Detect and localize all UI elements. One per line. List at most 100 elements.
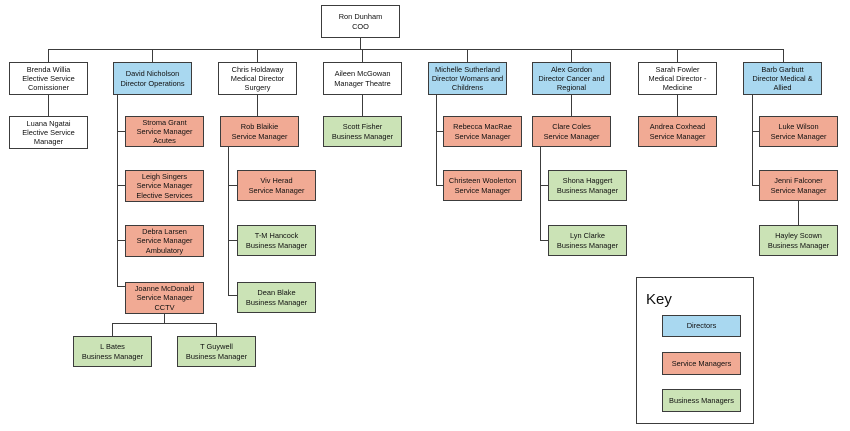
person-name: Hayley Scown: [775, 231, 822, 241]
director-box: Aileen McGowan Manager Theatre: [323, 62, 402, 95]
person-role: Service Manager: [136, 236, 193, 246]
person-name: Luke Wilson: [778, 122, 819, 132]
connector: [257, 49, 258, 62]
person-role: Service Manager CCTV: [136, 293, 193, 312]
connector: [164, 313, 165, 324]
connector: [798, 201, 799, 225]
connector: [228, 185, 237, 186]
director-box: Alex Gordon Director Cancer and Regional: [532, 62, 611, 95]
connector: [571, 49, 572, 62]
person-name: Brenda Willia: [26, 64, 71, 74]
person-name: David Nicholson: [125, 69, 180, 79]
manager-box: Luana Ngatai Elective Service Manager: [9, 116, 88, 149]
service-manager-box: Rebecca MacRae Service Manager: [443, 116, 522, 147]
connector: [117, 286, 125, 287]
service-manager-box: Christeen Woolerton Service Manager: [443, 170, 522, 201]
person-name: Alex Gordon: [550, 64, 593, 74]
key-item-service-managers: Service Managers: [662, 352, 741, 375]
connector: [752, 185, 760, 186]
person-name: Dean Blake: [257, 288, 296, 298]
connector: [152, 49, 153, 62]
service-manager-box: Leigh Singers Service Manager Elective S…: [125, 170, 204, 202]
connector: [467, 49, 468, 62]
person-name: Aileen McGowan: [334, 69, 391, 79]
service-manager-box: Viv Herad Service Manager: [237, 170, 316, 201]
connector: [117, 94, 118, 287]
business-manager-box: Shona Haggert Business Manager: [548, 170, 627, 201]
connector: [540, 147, 541, 241]
person-role: Business Manager: [245, 297, 308, 307]
connector: [540, 240, 548, 241]
person-role: Service Manager: [231, 131, 288, 141]
person-role: Business Manager: [556, 185, 619, 195]
connector: [436, 94, 437, 186]
connector: [117, 185, 125, 186]
person-role: Business Manager: [81, 351, 144, 361]
person-name: L Bates: [100, 342, 125, 352]
key-item-business-managers: Business Managers: [662, 389, 741, 412]
person-name: Joanne McDonald: [134, 284, 195, 294]
connector: [360, 37, 361, 50]
person-name: Barb Garbutt: [761, 64, 804, 74]
person-role: Business Manager: [767, 240, 830, 250]
person-role: Director Operations: [120, 78, 185, 88]
person-role: Director Cancer and: [538, 73, 605, 83]
person-name: Rebecca MacRae: [453, 122, 512, 132]
connector: [216, 323, 217, 336]
service-manager-box: Joanne McDonald Service Manager CCTV: [125, 282, 204, 314]
key-label: Business Managers: [669, 395, 734, 405]
person-role: Service Manager: [454, 185, 511, 195]
person-name: Andrea Coxhead: [649, 122, 706, 132]
person-role: Medical Director Surgery: [230, 73, 285, 93]
person-name: Jenni Falconer: [774, 176, 823, 186]
director-box: Barb Garbutt Director Medical & Allied: [743, 62, 822, 95]
connector: [228, 240, 237, 241]
person-role: Comissioner: [27, 83, 70, 93]
business-manager-box: T Guywell Business Manager: [177, 336, 256, 367]
director-box: Michelle Sutherland Director Womans and …: [428, 62, 507, 95]
person-role: Business Manager: [185, 351, 248, 361]
coo-name: Ron Dunham: [338, 12, 383, 22]
connector: [228, 147, 229, 296]
business-manager-box: Dean Blake Business Manager: [237, 282, 316, 313]
service-manager-box: Clare Coles Service Manager: [532, 116, 611, 147]
person-name: T Guywell: [200, 342, 233, 352]
person-role: Medical Director -: [648, 73, 707, 83]
connector: [112, 323, 113, 336]
person-role: Service Manager: [770, 131, 827, 141]
person-role: Medicine: [662, 83, 693, 93]
connector: [571, 94, 572, 116]
connector: [117, 240, 125, 241]
person-name: Lyn Clarke: [569, 231, 606, 241]
person-name: Clare Coles: [552, 122, 591, 132]
director-box: Sarah Fowler Medical Director - Medicine: [638, 62, 717, 95]
person-role: Service Manager: [770, 185, 827, 195]
person-role: Manager Theatre: [334, 78, 391, 88]
person-name: Michelle Sutherland: [435, 64, 500, 74]
person-role: Director Medical & Allied: [752, 73, 813, 93]
person-role: Elective Service: [22, 73, 75, 83]
person-role: Elective Service: [22, 127, 75, 137]
connector: [48, 94, 49, 116]
coo-box: Ron Dunham COO: [321, 5, 400, 38]
business-manager-box: Scott Fisher Business Manager: [323, 116, 402, 147]
service-manager-box: Luke Wilson Service Manager: [759, 116, 838, 147]
key-item-directors: Directors: [662, 315, 741, 337]
person-role: Business Manager: [245, 240, 308, 250]
person-name: Debra Larsen: [142, 227, 187, 237]
business-manager-box: L Bates Business Manager: [73, 336, 152, 367]
connector: [436, 185, 444, 186]
connector: [677, 49, 678, 62]
person-role: Business Manager: [331, 131, 394, 141]
person-name: Viv Herad: [260, 176, 293, 186]
connector: [436, 131, 444, 132]
person-name: Chris Holdaway: [231, 64, 284, 74]
key-label: Service Managers: [671, 358, 732, 368]
connector: [752, 94, 753, 186]
person-role: Service Manager: [136, 181, 193, 191]
person-role: Service Manager: [454, 131, 511, 141]
person-role: Regional: [556, 83, 587, 93]
person-role: Service Manager Acutes: [136, 126, 193, 146]
person-role: Elective Services: [136, 190, 193, 200]
